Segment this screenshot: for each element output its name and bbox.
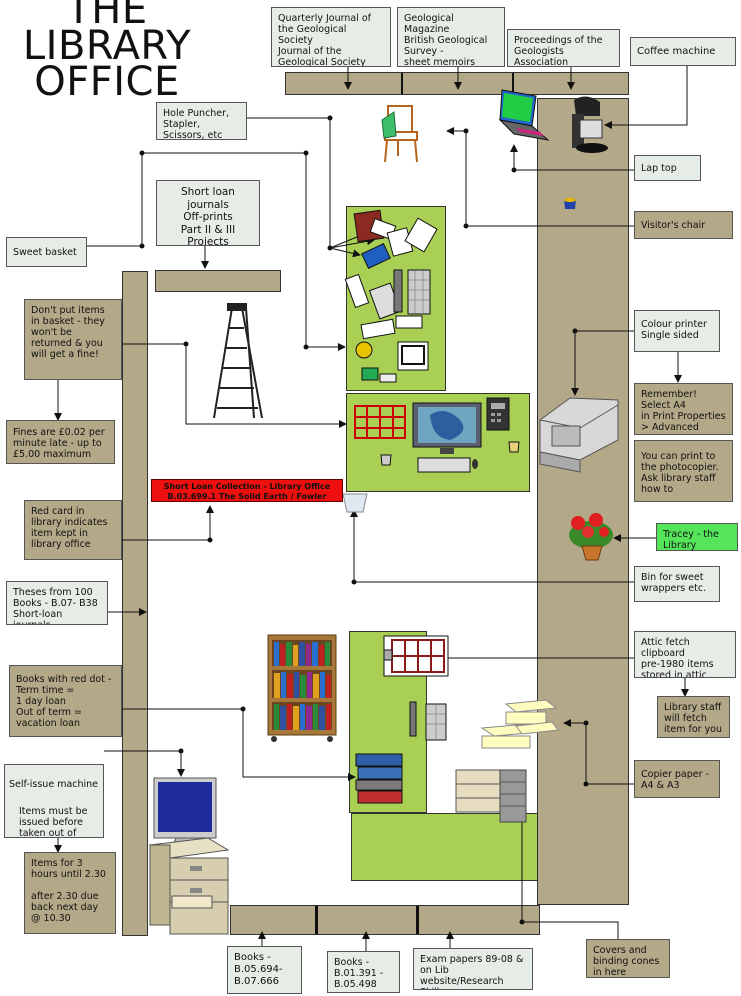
monitor-icon bbox=[412, 402, 482, 473]
clipboard-icon bbox=[383, 635, 449, 677]
label-red-card: Red card in library indicates item kept … bbox=[24, 500, 122, 560]
label-fines: Fines are £0.02 per minute late - up to … bbox=[6, 420, 115, 464]
label-red-dot: Books with red dot - Term time = 1 day l… bbox=[9, 665, 122, 737]
label-dont-put: Don't put items in basket - they won't b… bbox=[24, 299, 122, 380]
title-line-2: LIBRARY bbox=[22, 23, 192, 69]
label-sweet-basket: Sweet basket bbox=[6, 237, 87, 267]
label-exam-papers: Exam papers 89-08 & on Lib website/Resea… bbox=[413, 948, 533, 990]
label-self-issue: Self-issue machine Items must be issued … bbox=[4, 764, 104, 838]
monitor-icon bbox=[153, 777, 217, 849]
printer-icon bbox=[539, 397, 619, 473]
label-tracey: Tracey - the Library geranium bbox=[656, 523, 738, 551]
label-visitors-chair: Visitor's chair bbox=[634, 211, 733, 239]
mug-icon bbox=[564, 198, 576, 209]
bookcase-icon bbox=[267, 634, 337, 742]
title-line-1: THE bbox=[66, 0, 148, 33]
label-items-3hours: Items for 3 hours until 2.30 after 2.30 … bbox=[24, 852, 116, 934]
page-title: THE LIBRARY OFFICE bbox=[12, 0, 202, 105]
geranium-icon bbox=[569, 513, 613, 561]
paper-stack-icon bbox=[480, 699, 559, 749]
clipboard-icon bbox=[354, 405, 406, 439]
red-label-short-loan-collection: Short Loan Collection - Library Office B… bbox=[151, 479, 343, 502]
self-issue-title: Self-issue machine bbox=[9, 779, 99, 790]
filing-cabinet-icon bbox=[455, 769, 527, 823]
label-coffee-machine: Coffee machine bbox=[630, 37, 736, 66]
laptop-icon bbox=[498, 89, 550, 141]
label-bin: Bin for sweet wrappers etc. bbox=[634, 566, 720, 602]
label-print-photocopier: You can print to the photocopier. Ask li… bbox=[634, 440, 733, 502]
ladder-icon bbox=[213, 303, 263, 419]
chair-icon bbox=[381, 105, 418, 163]
book-stack-icon bbox=[355, 753, 403, 804]
label-books-b01: Books - B.01.391 - B.05.498 bbox=[327, 951, 400, 993]
label-proceedings: Proceedings of the Geologists Associatio… bbox=[507, 29, 620, 67]
label-copier-paper: Copier paper - A4 & A3 bbox=[634, 760, 720, 798]
coffee-machine-icon bbox=[572, 96, 608, 153]
keyboard-icon bbox=[409, 701, 447, 741]
label-covers: Covers and binding cones in here bbox=[586, 939, 670, 978]
keyboard-icon bbox=[393, 269, 431, 315]
title-line-3: OFFICE bbox=[34, 59, 180, 105]
label-colour-printer: Colour printer Single sided bbox=[634, 310, 720, 352]
bin-icon bbox=[342, 493, 368, 513]
label-geological-magazine: Geological Magazine British Geological S… bbox=[397, 7, 505, 67]
mug-icon bbox=[508, 441, 520, 453]
label-remember: Remember! Select A4 in Print Properties … bbox=[634, 383, 733, 435]
bottom-shelf bbox=[230, 905, 540, 935]
left-shelf bbox=[122, 271, 148, 936]
filing-cabinet-icon bbox=[148, 837, 230, 935]
label-quarterly-journal: Quarterly Journal of the Geological Soci… bbox=[271, 7, 391, 67]
desk-bottom bbox=[351, 813, 538, 881]
label-lap-top: Lap top bbox=[634, 155, 701, 181]
label-short-loan: Short loan journals Off-prints Part II &… bbox=[156, 180, 260, 246]
phone-icon bbox=[486, 397, 510, 431]
mug-icon bbox=[380, 454, 392, 466]
right-shelf bbox=[537, 98, 629, 905]
label-attic: Attic fetch clipboard pre-1980 items sto… bbox=[634, 631, 736, 678]
short-loan-shelf bbox=[155, 270, 281, 292]
label-library-staff-fetch: Library staff will fetch item for you bbox=[657, 696, 730, 738]
label-books-b05: Books - B.05.694- B.07.666 bbox=[227, 946, 302, 994]
label-hole-puncher: Hole Puncher, Stapler, Scissors, etc bbox=[156, 102, 247, 140]
label-theses: Theses from 100 Books - B.07- B38 Short-… bbox=[6, 581, 108, 625]
self-issue-note: Items must be issued before taken out of… bbox=[19, 806, 88, 838]
